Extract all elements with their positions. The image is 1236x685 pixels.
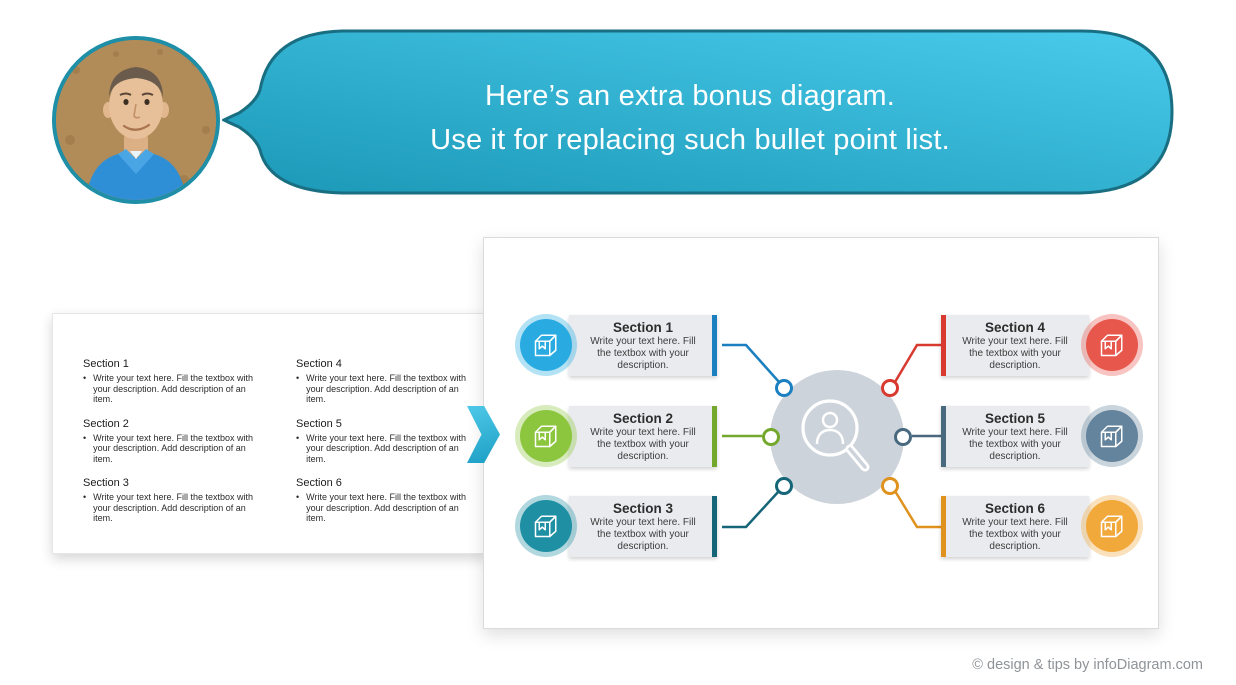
accent-bar <box>941 496 946 557</box>
list-item-title: Section 2 <box>83 417 129 430</box>
section-desc: Write your text here. Fill the textbox w… <box>962 336 1068 371</box>
list-item-text: Write your text here. Fill the textbox w… <box>93 432 254 464</box>
list-item-text: Write your text here. Fill the textbox w… <box>306 492 467 523</box>
section-title: Section 4 <box>984 320 1046 335</box>
list-item: Section 3 • Write your text here. Fill th… <box>83 477 274 524</box>
accent-bar <box>712 315 717 376</box>
list-item-title: Section 5 <box>296 417 342 430</box>
bullet-glyph: • <box>296 373 300 383</box>
section-box: Section 5 Write your text here. Fill the… <box>941 406 1089 467</box>
accent-bar <box>941 315 946 376</box>
node-ring <box>881 477 899 495</box>
bullet-glyph: • <box>83 492 87 502</box>
accent-bar <box>941 406 946 467</box>
list-item: Section 1 • Write your text here. Fill th… <box>83 358 274 405</box>
list-item-title: Section 1 <box>83 358 129 370</box>
presenter-photo-icon <box>56 40 216 200</box>
section-box: Section 3 Write your text here. Fill the… <box>569 496 717 557</box>
list-item-text: Write your text here. Fill the textbox w… <box>93 492 254 523</box>
box-cube-icon <box>520 319 572 371</box>
bullet-list-column-2: Section 4 • Write your text here. Fill th… <box>296 358 487 553</box>
section-title: Section 1 <box>612 320 674 335</box>
sketch-gap <box>1150 43 1172 62</box>
accent-bar <box>712 496 717 557</box>
section-title: Section 2 <box>612 411 674 426</box>
list-item-text: Write your text here. Fill the textbox w… <box>306 432 467 464</box>
box-cube-icon <box>1086 500 1138 552</box>
list-item: Section 6 • Write your text here. Fill th… <box>296 477 487 524</box>
accent-bar <box>712 406 717 467</box>
node-ring <box>881 379 899 397</box>
section-title: Section 5 <box>984 411 1046 426</box>
magnifier-person-icon <box>801 399 870 472</box>
list-item-title: Section 6 <box>296 477 342 489</box>
speech-line-1: Here’s an extra bonus diagram. <box>484 80 896 112</box>
section-box: Section 4 Write your text here. Fill the… <box>941 315 1089 376</box>
list-item: Section 5 • Write your text here. Fill th… <box>296 418 487 465</box>
diagram-connectors <box>722 343 941 529</box>
section-title: Section 3 <box>612 501 674 516</box>
presenter-avatar <box>52 36 220 204</box>
list-item-title: Section 4 <box>296 358 342 370</box>
section-desc: Write your text here. Fill the textbox w… <box>962 427 1068 462</box>
bullet-glyph: • <box>83 373 87 383</box>
center-circle <box>770 370 904 504</box>
section-desc: Write your text here. Fill the textbox w… <box>590 517 696 552</box>
section-box: Section 1 Write your text here. Fill the… <box>569 315 717 376</box>
list-item-text: Write your text here. Fill the textbox w… <box>93 373 254 404</box>
diagram-card: Section 1 Write your text here. Fill the… <box>483 237 1159 629</box>
list-item: Section 4 • Write your text here. Fill th… <box>296 358 487 405</box>
node-ring <box>762 428 780 446</box>
section-box: Section 2 Write your text here. Fill the… <box>569 406 717 467</box>
list-item-title: Section 3 <box>83 477 129 489</box>
box-cube-icon <box>520 500 572 552</box>
box-cube-icon <box>520 410 572 462</box>
speech-bubble <box>222 29 1180 195</box>
section-desc: Write your text here. Fill the textbox w… <box>962 517 1068 552</box>
box-cube-icon <box>1086 319 1138 371</box>
box-cube-icon <box>1086 410 1138 462</box>
speech-line-2: Use it for replacing such bullet point l… <box>430 124 950 156</box>
list-item: Section 2 • Write your text here. Fill th… <box>83 418 274 465</box>
node-ring <box>775 477 793 495</box>
bullet-glyph: • <box>296 492 300 502</box>
credit-line: © design & tips by infoDiagram.com <box>972 657 1203 673</box>
section-box: Section 6 Write your text here. Fill the… <box>941 496 1089 557</box>
node-ring <box>894 428 912 446</box>
bullet-glyph: • <box>296 432 300 443</box>
bullet-list-card: Section 1 • Write your text here. Fill th… <box>52 313 488 554</box>
section-title: Section 6 <box>984 501 1046 516</box>
speech-bubble-text: Here’s an extra bonus diagram. Use it fo… <box>300 74 1080 162</box>
bullet-glyph: • <box>83 432 87 443</box>
section-desc: Write your text here. Fill the textbox w… <box>590 427 696 462</box>
sketch-gap <box>1166 67 1180 86</box>
node-ring <box>775 379 793 397</box>
section-desc: Write your text here. Fill the textbox w… <box>590 336 696 371</box>
list-item-text: Write your text here. Fill the textbox w… <box>306 373 467 404</box>
bullet-list-column-1: Section 1 • Write your text here. Fill th… <box>83 358 274 553</box>
speech-bubble-shape <box>222 29 1174 195</box>
